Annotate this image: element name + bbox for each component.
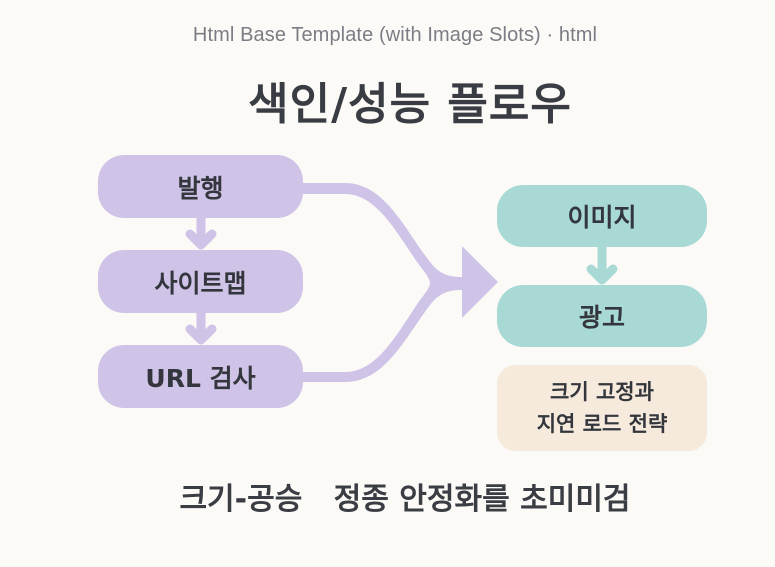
node-publish: 발행	[98, 155, 303, 218]
node-sitemap: 사이트맵	[98, 250, 303, 313]
note-line-2: 지연 로드 전략	[536, 412, 668, 436]
subtitle: Html Base Template (with Image Slots) · …	[192, 24, 598, 46]
arrow-sitemap-to-url-inspect	[185, 307, 217, 345]
note-box: 크기 고정과 지연 로드 전략	[497, 365, 707, 451]
merge-arrow	[298, 183, 498, 382]
arrow-publish-to-sitemap	[185, 211, 217, 250]
node-publish-label: 발행	[177, 173, 224, 203]
node-image: 이미지	[497, 185, 707, 247]
node-sitemap-label: 사이트맵	[154, 268, 247, 298]
note-line-1: 크기 고정과	[550, 380, 654, 404]
node-ads: 광고	[497, 285, 707, 347]
node-ads-label: 광고	[578, 303, 625, 332]
page-title: 색인/성능 플로우	[248, 79, 572, 130]
arrow-image-to-ads	[586, 241, 618, 285]
node-url-inspect-label: URL 검사	[145, 363, 256, 393]
node-image-label: 이미지	[567, 203, 637, 232]
node-url-inspect: URL 검사	[98, 345, 303, 408]
footer-caption: 크기-공승 정종 안정화를 초미미검	[179, 482, 631, 517]
